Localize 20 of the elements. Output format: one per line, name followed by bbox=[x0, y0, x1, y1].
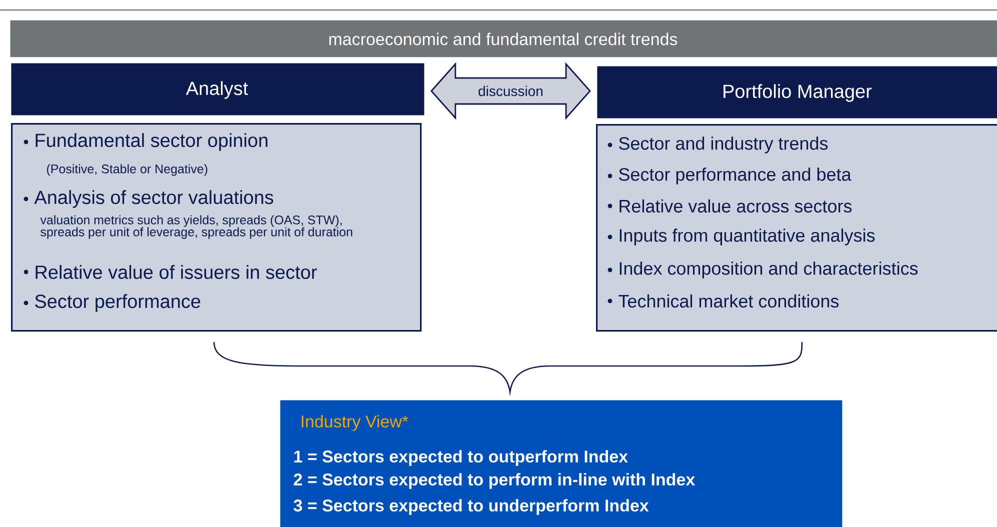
bullet-item: Technical market conditions bbox=[608, 294, 839, 308]
bullet-item: Fundamental sector opinion bbox=[24, 133, 268, 151]
note: (Positive, Stable or Negative) bbox=[46, 164, 208, 176]
legend-entry: 3 = Sectors expected to underperform Index bbox=[294, 499, 649, 515]
legend-title: Industry View* bbox=[302, 415, 408, 431]
bullet-item: Index composition and characteristics bbox=[608, 262, 918, 278]
bullet-item: Sector performance bbox=[24, 294, 200, 312]
legend-entry: 1 = Sectors expected to outperform Index bbox=[294, 450, 628, 466]
bullet-item: Sector performance and beta bbox=[608, 168, 852, 184]
heading: Analyst bbox=[186, 81, 248, 99]
bullet-item: Relative value of issuers in sector bbox=[24, 265, 317, 279]
bullet-item: Relative value across sectors bbox=[608, 199, 852, 213]
heading: macroeconomic and fundamental credit trends bbox=[329, 32, 678, 46]
edge-label: discussion bbox=[477, 84, 544, 98]
note: valuation metrics such as yields, spreads (OAS, STW), spreads per unit of leverage, spreads per unit of duration bbox=[40, 215, 352, 239]
bullet-item: Inputs from quantitative analysis bbox=[608, 228, 875, 246]
bullet-item: Sector and industry trends bbox=[608, 136, 828, 154]
heading: Portfolio Manager bbox=[724, 84, 872, 102]
bullet-item: Analysis of sector valuations bbox=[24, 190, 274, 208]
legend-entry: 2 = Sectors expected to perform in-line with Index bbox=[294, 473, 696, 489]
